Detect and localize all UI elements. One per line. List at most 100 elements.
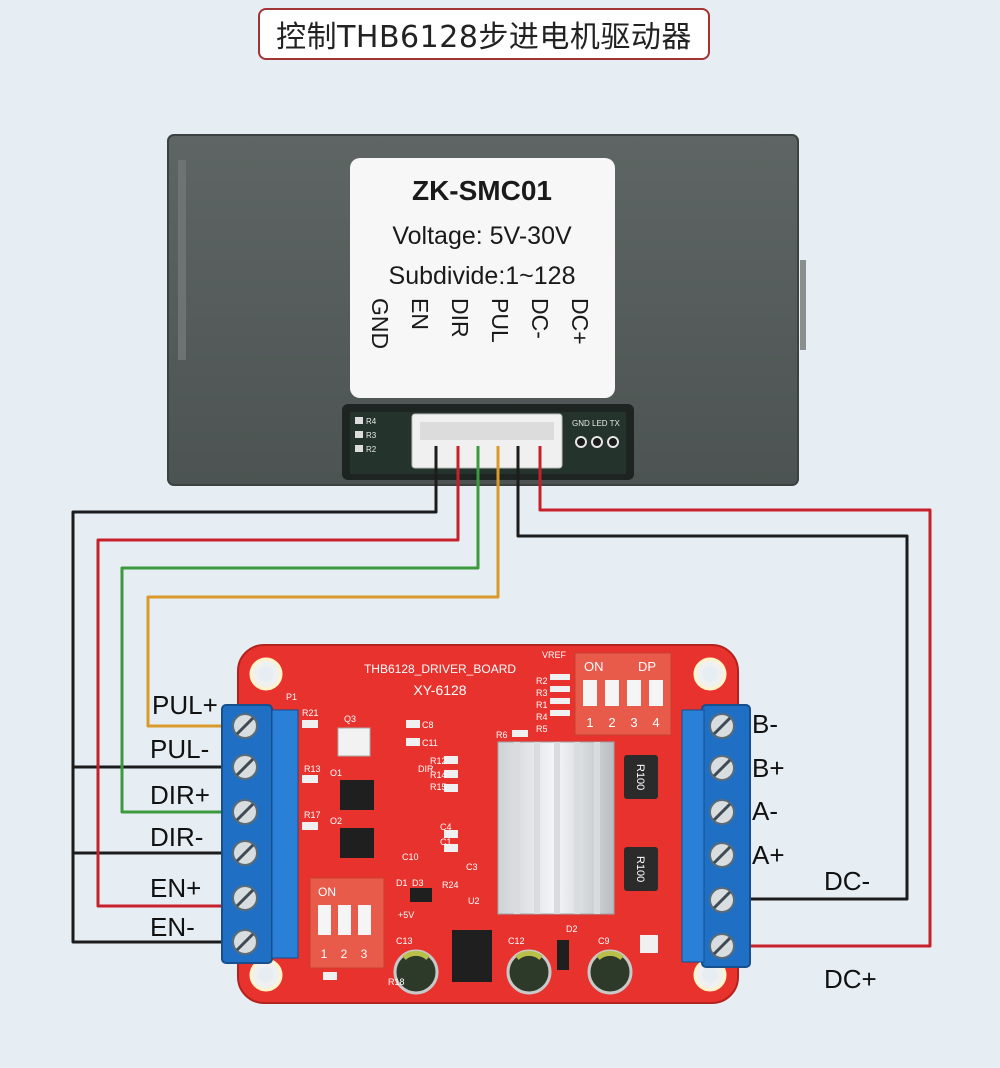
screw-right-6 [709, 933, 735, 959]
screw-left-2 [232, 754, 258, 780]
label-a-minus: A- [752, 796, 778, 826]
wire-dir [120, 446, 480, 814]
silk-c10: C10 [402, 852, 419, 862]
silk-c13: C13 [396, 936, 413, 946]
silk-dir: DIR [418, 764, 434, 774]
label-pul-plus: PUL+ [152, 690, 218, 720]
case-edge-right [800, 260, 806, 350]
mounting-holes [249, 657, 727, 992]
title-box: 控制THB6128步进电机驱动器 [258, 8, 710, 60]
diagram-title: 控制THB6128步进电机驱动器 [276, 20, 692, 55]
silk-plus5v: +5V [398, 910, 414, 920]
silk-r5: R5 [536, 724, 548, 734]
board-name: THB6128_DRIVER_BOARD [364, 662, 516, 676]
label-dir-minus: DIR- [150, 822, 203, 852]
terminal-labels-right: B- B+ A- A+ DC- DC+ [752, 709, 877, 994]
screw-left-4 [232, 840, 258, 866]
silk-d3: D3 [412, 878, 424, 888]
screw-right-3 [709, 799, 735, 825]
screw-left-6 [232, 929, 258, 955]
silkscreen-labels: P1 R21 R13 R17 R18 Q3 O1 O2 C8 C11 C10 C… [286, 650, 610, 987]
silk-c3: C3 [466, 862, 478, 872]
silk-c11: C11 [422, 738, 438, 748]
connector-slot [420, 422, 554, 440]
silk-r3: R3 [536, 688, 548, 698]
silk-r17: R17 [304, 810, 321, 820]
dip-switch-right: ON DP 1 2 3 4 [574, 652, 672, 736]
dip-right-num-3: 3 [630, 715, 637, 730]
wire-gnd [71, 446, 438, 944]
screw-left-3 [232, 799, 258, 825]
board-model: XY-6128 [413, 682, 466, 698]
terminal-block-left [221, 704, 299, 964]
shunt-resistor-2: R100 [624, 847, 658, 891]
wire-dc-minus [516, 446, 909, 901]
dip-right-num-2: 2 [608, 715, 615, 730]
screw-right-5 [709, 887, 735, 913]
ic-o1 [340, 780, 374, 810]
heatsink [497, 741, 615, 915]
silk-d2: D2 [566, 924, 578, 934]
shunt-1-marking: R100 [634, 764, 646, 790]
label-b-minus: B- [752, 709, 778, 739]
silk-r2: R2 [536, 676, 548, 686]
smd-components [302, 674, 658, 980]
silk-r14: R14 [430, 770, 447, 780]
label-pul-minus: PUL- [150, 734, 209, 764]
screws-left [232, 713, 258, 955]
screw-right-1 [709, 713, 735, 739]
jumper-r3: R3 [366, 431, 377, 440]
dip-switch-left: ON 1 2 3 [309, 877, 385, 969]
silk-c1: C1 [440, 837, 452, 847]
silk-c4: C4 [440, 822, 452, 832]
jumper-block: R4 R3 R2 [355, 417, 377, 454]
pin-label-pul: PUL [487, 298, 513, 343]
silk-vref: VREF [542, 650, 567, 660]
silk-r4: R4 [536, 712, 548, 722]
wire-dc-plus [538, 446, 932, 948]
shunt-resistor-1: R100 [624, 755, 658, 799]
screw-left-5 [232, 885, 258, 911]
dip-right-dp: DP [638, 659, 656, 674]
dip-right-num-4: 4 [652, 715, 659, 730]
silk-p1: P1 [286, 692, 297, 702]
header-label: GND LED TX [572, 419, 621, 428]
regulator-u2 [452, 930, 492, 982]
optocoupler-q3 [337, 727, 371, 757]
dip-left-num-1: 1 [321, 947, 328, 961]
terminal-labels-left: PUL+ PUL- DIR+ DIR- EN+ EN- [150, 690, 218, 942]
controller-module: ZK-SMC01 Voltage: 5V-30V Subdivide:1~128… [167, 134, 806, 486]
label-a-plus: A+ [752, 840, 785, 870]
capacitors [393, 949, 633, 995]
jumper-r2: R2 [366, 445, 377, 454]
dip-left-num-2: 2 [341, 947, 348, 961]
terminal-block-right [681, 704, 751, 968]
wire-en [96, 446, 460, 908]
diode-d2 [557, 940, 569, 970]
silk-r18: R18 [388, 977, 405, 987]
controller-subdivide: Subdivide:1~128 [389, 262, 576, 290]
screw-right-2 [709, 755, 735, 781]
dip-left-on: ON [318, 885, 336, 899]
screw-left-1 [232, 713, 258, 739]
case-edge-left [178, 160, 186, 360]
shunt-2-marking: R100 [634, 856, 646, 882]
wires [71, 446, 932, 948]
ic-o2 [340, 828, 374, 858]
controller-label [350, 158, 615, 398]
silk-r1: R1 [536, 700, 548, 710]
silk-r21: R21 [302, 708, 319, 718]
silk-c9: C9 [598, 936, 610, 946]
silk-d1: D1 [396, 878, 408, 888]
pin-label-gnd: GND [367, 298, 393, 349]
silk-r24: R24 [442, 880, 459, 890]
pin-label-dir: DIR [447, 298, 473, 338]
silk-r12: R12 [430, 756, 447, 766]
screw-right-4 [709, 842, 735, 868]
controller-voltage: Voltage: 5V-30V [392, 222, 572, 250]
dip-left-num-3: 3 [361, 947, 368, 961]
jumper-r4: R4 [366, 417, 377, 426]
dip-right-num-1: 1 [586, 715, 593, 730]
silk-r15: R15 [430, 782, 447, 792]
